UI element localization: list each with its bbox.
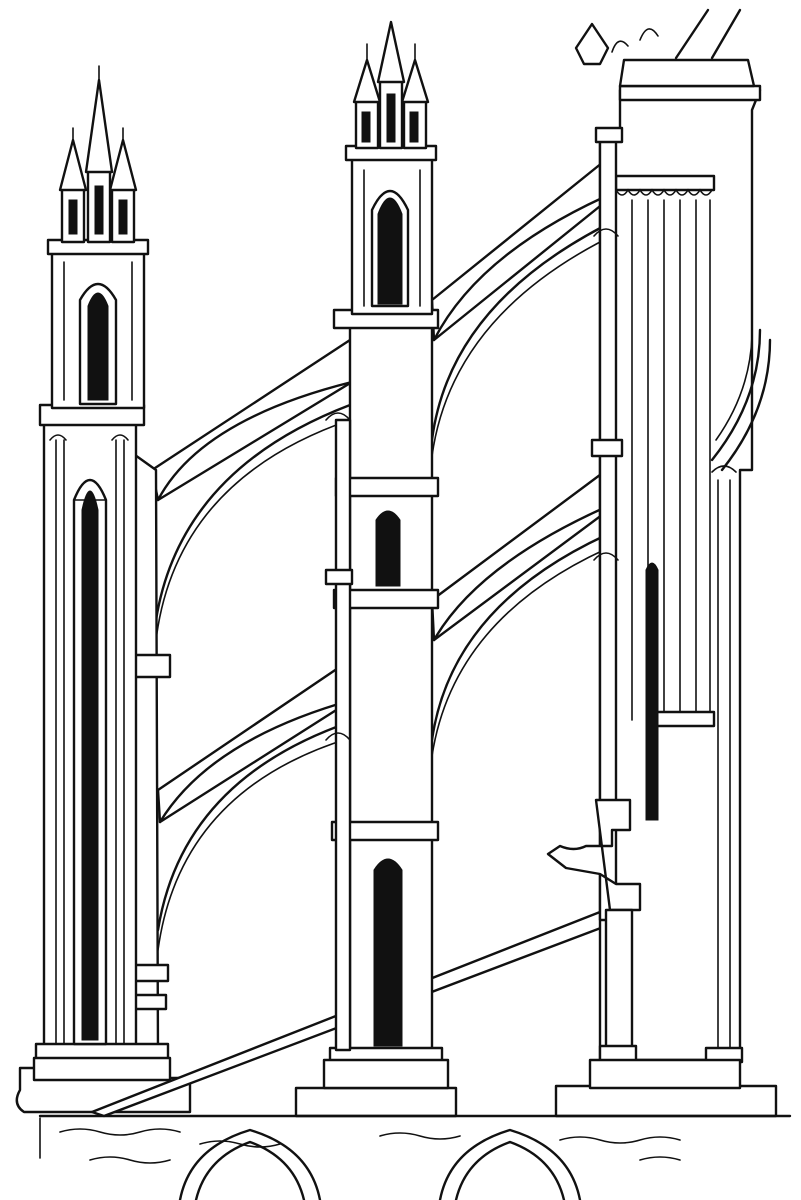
foundation [15,1066,792,1200]
flying-buttress-left-upper [150,338,354,641]
right-wall [546,8,772,1090]
left-tabernacle-opening [87,292,109,401]
flying-buttress-right-upper [430,148,622,457]
flying-buttress-right-lower [430,458,624,757]
left-pier [32,65,172,1082]
left-pier-lancet [81,490,99,1041]
middle-pier [322,20,450,1090]
middle-pier-window-lower [373,858,403,1047]
right-wall-dark-shaft [645,562,659,821]
flying-buttress-left-lower [156,658,354,951]
middle-tabernacle-opening [377,197,403,305]
middle-pier-window-upper [375,510,401,587]
